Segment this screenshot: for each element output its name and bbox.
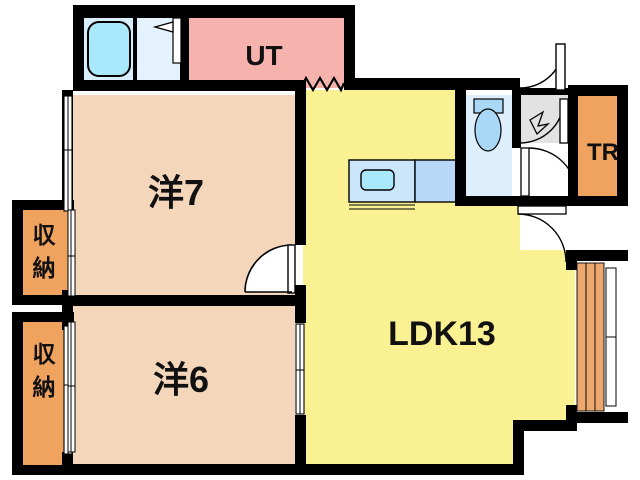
wall-tr-right [617,85,628,205]
kitchen-counter [348,159,466,210]
wall-tr-top [568,85,628,96]
wall-between-rooms [73,295,305,306]
label-closet-upper: 収 納 [33,222,57,281]
closet-upper-sliding-door[interactable] [67,209,76,297]
label-ldk: LDK13 [388,315,496,353]
wall-ut-right [344,5,355,90]
toilet-door[interactable] [520,147,578,197]
label-ut: UT [245,40,282,71]
bath-door[interactable] [152,17,182,64]
wall-rooms-ldk-lower [295,415,306,475]
wall-closet-l-bottom [12,465,74,475]
wall-yo6-left-lower [62,452,73,475]
wall-ut-bottom [188,80,306,91]
front-door-leaf[interactable] [555,43,566,91]
wall-bottom-right-step [513,420,577,431]
genkan-step-icon [529,110,551,136]
closet-lower [23,320,68,470]
entry-to-ldk-door[interactable] [517,205,567,263]
wall-rooms-ldk-upper [295,90,306,245]
label-washitsu7: 洋7 [148,172,204,213]
wall-rooms-ldk-mid [295,285,306,323]
wall-washroom-ut [180,5,189,91]
deck-plank-3 [594,262,605,412]
entry-ldk-door-leaf[interactable] [517,205,567,215]
label-closet-upper-char1: 収 [33,222,57,248]
room-ut [188,10,344,88]
room7-to-ldk-door[interactable] [244,244,296,294]
bathtub-icon [87,21,131,77]
closet-lower-sliding-door[interactable] [67,321,76,453]
wall-bottom-main [62,464,522,475]
genkan-inner-door[interactable] [519,98,569,144]
label-tr: TR [587,139,619,166]
toilet-door-leaf[interactable] [520,147,530,197]
toilet-bowl-icon [474,108,502,152]
closet-upper [23,208,68,298]
wall-tr-left [568,85,578,205]
door7-arc [244,244,293,293]
wall-closet-u-bottom [12,295,74,305]
entrance-door[interactable] [519,43,566,91]
wall-ldk-top-2 [466,78,520,90]
wall-closet-l-left [12,312,23,475]
stair-break-symbol-icon [299,75,346,93]
wall-bottom-right-vert [513,420,524,475]
deck-plank-1 [576,262,587,412]
wall-balcony-bottom [566,412,628,423]
entry-ldk-door-arc [517,213,567,263]
deck-plank-2 [585,262,596,412]
wall-yo6-left-mid [62,290,73,330]
wall-toilet-right-upper [512,88,521,146]
room-toilet [466,95,512,200]
wall-toilet-left [455,88,466,206]
closet-upper-fill [23,208,68,298]
bath-door-panel[interactable] [172,17,182,64]
wall-bath-bottom [73,80,188,91]
toilet-door-arc [528,147,578,197]
label-closet-lower-char2: 納 [33,374,56,400]
front-door-sweep [520,44,564,88]
bath-area [83,18,180,80]
wall-bath-divider [133,18,137,80]
label-closet-lower: 収 納 [33,341,57,400]
room-washitsu-6 [73,305,295,470]
ut-fill [188,10,344,88]
balcony-deck [576,262,617,412]
wall-entry-bottom [512,196,570,206]
door7-leaf[interactable] [287,244,296,294]
washitsu6-fill [73,305,295,470]
wall-tr-bottom [568,196,628,206]
label-washitsu6: 洋6 [153,359,209,400]
label-closet-upper-char2: 納 [33,255,56,281]
wall-balcony-top [566,250,628,261]
wall-ldk-top [344,78,468,90]
wall-entry-step [512,140,521,148]
kitchen-sink-basin [360,169,395,191]
wall-closet-u-left [12,200,23,305]
room6-to-ldk-sliding-door[interactable] [295,323,305,415]
closet-lower-fill [23,320,68,470]
bath-door-arrow-icon [152,21,174,33]
wall-closet-l-top [12,312,74,322]
walls [12,5,628,475]
room7-left-window[interactable] [63,95,73,212]
door7-sweep-fill [245,245,292,292]
genkan-door-leaf[interactable] [559,98,569,144]
label-closet-lower-char1: 収 [33,341,57,367]
wall-front-door-frame [520,88,568,95]
wall-closet-u-top [12,200,74,210]
wall-toilet-bottom [455,196,521,206]
wall-bath-left [73,5,84,90]
wall-top-main [73,5,355,18]
